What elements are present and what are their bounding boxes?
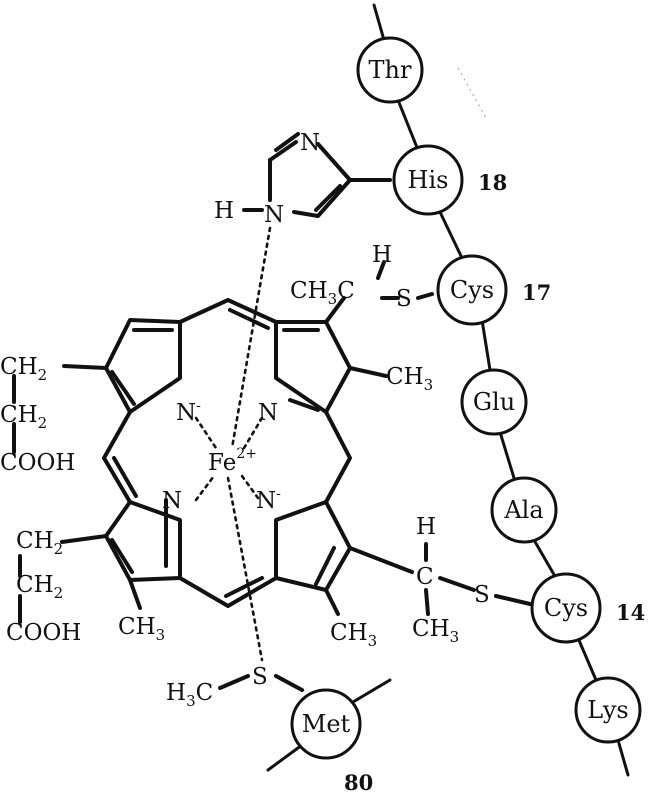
peptide-backbone — [372, 3, 630, 777]
atom-methyl-bottom-left: CH3 — [118, 614, 165, 644]
atom-met-h3c: H3C — [166, 680, 213, 710]
svg-text:Ala: Ala — [503, 496, 543, 524]
scan-artifact — [457, 67, 487, 119]
atom-thioether-top-ch3c: CH3C — [290, 278, 355, 308]
svg-text:Cys: Cys — [450, 276, 494, 304]
atom-thioether-bottom-ch3: CH3 — [412, 616, 459, 646]
svg-text:His: His — [408, 166, 449, 194]
residue-number-17: 17 — [522, 280, 551, 305]
atom-thioether-bottom-s: S — [474, 582, 490, 608]
atom-fe: Fe2+ — [208, 446, 257, 476]
atom-methyl-top-right: CH3 — [386, 364, 433, 394]
svg-text:Glu: Glu — [473, 388, 515, 416]
substituent-bonds — [12, 260, 532, 692]
atom-n-top-left: N- — [176, 398, 201, 426]
atom-thioether-top-s: S — [396, 286, 412, 312]
svg-text:Thr: Thr — [369, 56, 412, 84]
residue-met: Met — [290, 688, 362, 760]
residue-cys-17: Cys — [436, 254, 508, 326]
atom-propionate2-ch2b: CH2 — [16, 572, 63, 602]
residue-number-14: 14 — [616, 600, 645, 625]
residue-lys: Lys — [574, 676, 642, 744]
atom-met-s: S — [252, 664, 268, 690]
svg-text:Lys: Lys — [587, 696, 628, 724]
atom-thioether-bottom-h: H — [416, 514, 436, 540]
coordination-bonds — [194, 226, 272, 662]
atom-propionate1-ch2b: CH2 — [0, 402, 47, 432]
porphyrin-ring — [102, 298, 352, 608]
residue-number-80: 80 — [344, 770, 373, 795]
atom-propionate2-ch2a: CH2 — [16, 528, 63, 558]
atom-propionate1-ch2a: CH2 — [0, 354, 47, 384]
atom-thioether-top-h: H — [372, 242, 392, 268]
atom-n-top-right: N — [258, 400, 278, 426]
svg-text:Cys: Cys — [544, 594, 588, 622]
atom-his-n-top: N — [300, 130, 320, 156]
residue-number-18: 18 — [478, 170, 507, 195]
atom-propionate2-cooh: COOH — [6, 620, 81, 646]
met-backbone — [266, 678, 392, 772]
atom-thioether-bottom-c: C — [416, 564, 434, 590]
svg-text:Met: Met — [302, 710, 351, 738]
residue-ala: Ala — [490, 476, 558, 544]
atom-methyl-bottom-right: CH3 — [330, 620, 377, 650]
atom-n-bottom-left: N — [162, 488, 182, 514]
residue-cys-14: Cys — [530, 572, 602, 644]
imidazole-ring — [242, 132, 392, 218]
residue-his: His — [392, 144, 464, 216]
residue-glu: Glu — [460, 368, 528, 436]
atom-propionate1-cooh: COOH — [0, 450, 75, 476]
atom-n-bottom-right: N- — [256, 486, 281, 514]
atom-his-h: H — [214, 198, 234, 224]
residue-thr: Thr — [356, 36, 424, 104]
atom-his-n: N — [264, 202, 284, 228]
